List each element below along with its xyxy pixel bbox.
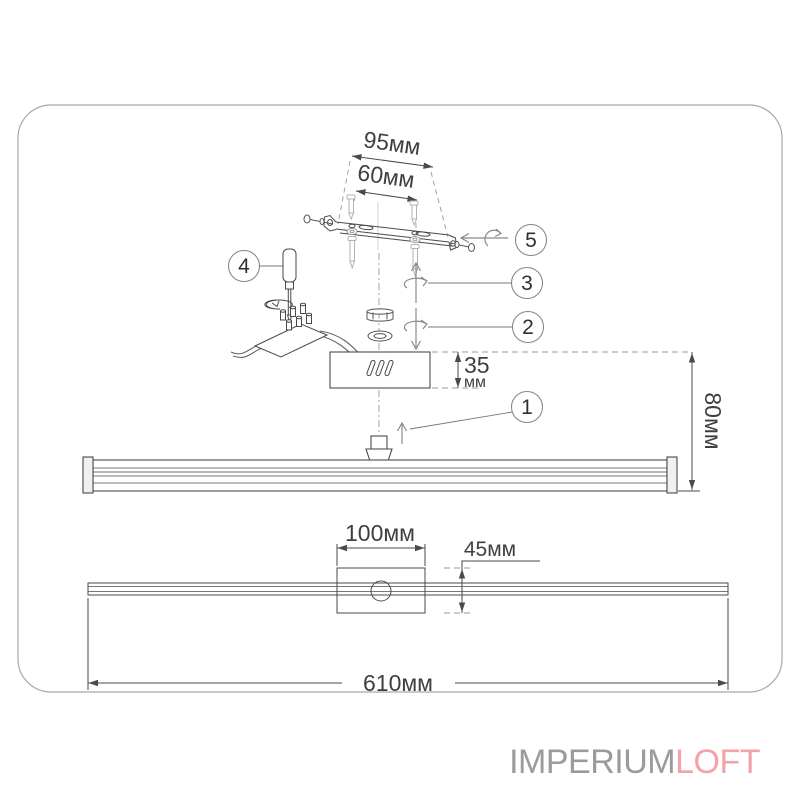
dimension-fixture-length bbox=[87, 598, 729, 690]
washer-turn-icon bbox=[403, 308, 428, 351]
dim-canopy-depth-value: 35 bbox=[464, 352, 490, 378]
end-cap-left bbox=[82, 456, 94, 494]
brand-logo-loft: LOFT bbox=[675, 743, 760, 781]
dim-base-width-label: 45мм bbox=[464, 538, 516, 561]
end-cap-right bbox=[666, 456, 678, 494]
dim-base-length-label: 100мм bbox=[345, 520, 415, 546]
callout-4-number: 4 bbox=[238, 255, 250, 278]
bracket-screws-top-icon bbox=[346, 194, 419, 227]
leader-line-1 bbox=[409, 411, 513, 430]
screw-rotation-icon bbox=[459, 228, 508, 247]
dim-canopy-depth-unit: мм bbox=[464, 374, 486, 391]
callout-5: 5 bbox=[514, 223, 548, 257]
callout-2-number: 2 bbox=[522, 316, 534, 339]
callout-3: 3 bbox=[510, 266, 544, 300]
screwdriver-rotation-icon bbox=[264, 299, 293, 310]
nut-icon bbox=[366, 308, 394, 322]
callout-3-number: 3 bbox=[521, 272, 533, 295]
dimension-bracket-length bbox=[351, 155, 434, 201]
dimension-base-width bbox=[444, 560, 540, 614]
brand-logo-imperium: IMPERIUM bbox=[509, 743, 675, 781]
washer-icon bbox=[367, 330, 393, 342]
fixture-stem bbox=[365, 435, 393, 462]
screw-turn-down-icon bbox=[403, 261, 428, 303]
callout-1: 1 bbox=[510, 390, 544, 424]
insert-arrow-icon bbox=[396, 421, 408, 444]
dimension-base-length bbox=[336, 544, 426, 566]
canopy-vent-slots bbox=[366, 359, 394, 377]
callout-5-number: 5 bbox=[525, 229, 537, 252]
bracket-washers-icon bbox=[346, 228, 421, 243]
brand-logo: IMPERIUMLOFT bbox=[509, 743, 760, 781]
callout-1-number: 1 bbox=[521, 396, 533, 419]
light-bar-bottom-view bbox=[87, 567, 729, 614]
dim-overall-depth-label: 80мм bbox=[700, 392, 726, 449]
callout-4: 4 bbox=[227, 249, 261, 283]
base-plate bbox=[336, 567, 426, 614]
dimension-overall-depth bbox=[678, 352, 700, 492]
stem-hole bbox=[370, 580, 392, 602]
dim-fixture-length-label: 610мм bbox=[363, 670, 433, 696]
light-bar-side-view bbox=[82, 456, 678, 494]
callout-2: 2 bbox=[511, 310, 545, 344]
page-border bbox=[17, 104, 783, 693]
bracket-screws-bottom-icon bbox=[347, 236, 420, 278]
terminal-block-icon bbox=[253, 302, 329, 358]
bracket-side-screws-icon bbox=[303, 214, 475, 252]
